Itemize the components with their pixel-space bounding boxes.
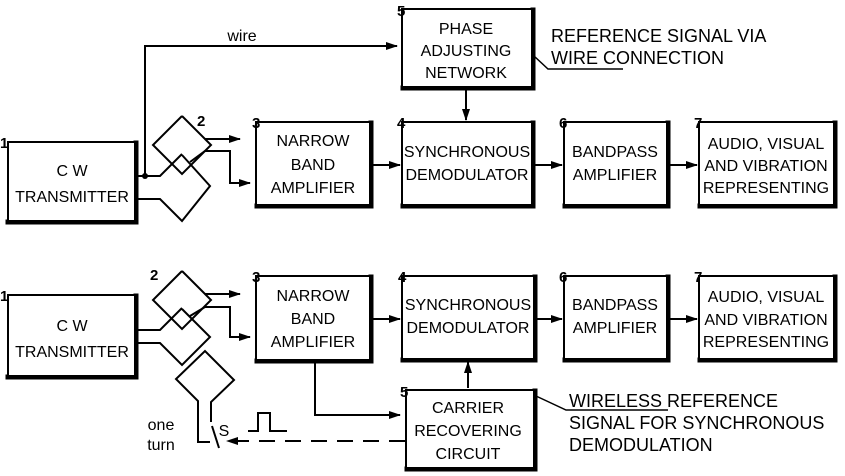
annotation-rest: REFERENCE (667, 391, 778, 411)
top-representing-block: 7 AUDIO, VISUAL AND VIBRATION REPRESENTI… (694, 115, 838, 209)
bottom-system: 1 C W TRANSMITTER 2 3 NARROW BAND AMPLIF… (0, 267, 838, 472)
top-synchronous-demodulator-block: 4 SYNCHRONOUS DEMODULATOR (397, 115, 536, 209)
annotation-line: REFERENCE SIGNAL VIA (551, 26, 766, 46)
block-number: 6 (559, 115, 567, 132)
wire-label: wire (226, 28, 256, 45)
bottom-synchronous-demodulator-block: 4 SYNCHRONOUS DEMODULATOR (398, 269, 538, 363)
block-label: AND VIBRATION (704, 312, 827, 329)
block-number: 5 (400, 384, 408, 401)
block-label: AUDIO, VISUAL (708, 136, 825, 153)
block-number: 3 (252, 269, 260, 286)
block-number: 6 (559, 269, 567, 286)
one-turn-loop-with-switch: one turn S (147, 349, 405, 454)
block-label: NETWORK (425, 65, 507, 82)
block-label: AND VIBRATION (704, 158, 827, 175)
block-label: TRANSMITTER (15, 189, 129, 206)
bottom-antenna-pair: 2 (136, 267, 251, 367)
loop-label: turn (147, 437, 175, 454)
switch-label: S (219, 423, 230, 440)
block-label: TRANSMITTER (15, 344, 129, 361)
bottom-carrier-recovering-circuit-block: 5 CARRIER RECOVERING CIRCUIT (400, 384, 538, 472)
top-bandpass-amplifier-block: 6 BANDPASS AMPLIFIER (559, 115, 671, 209)
block-number: 3 (252, 115, 260, 132)
block-label: AMPLIFIER (573, 320, 657, 337)
block-number: 1 (0, 135, 8, 152)
block-label: RECOVERING (414, 423, 522, 440)
block-label: C W (56, 318, 88, 335)
bottom-cw-transmitter-block: 1 C W TRANSMITTER (0, 288, 139, 380)
block-label: CIRCUIT (436, 446, 501, 463)
block-label: NARROW (277, 133, 351, 150)
block-label: CARRIER (432, 400, 504, 417)
block-label: NARROW (277, 288, 351, 305)
block-label: BANDPASS (572, 297, 658, 314)
bottom-representing-block: 7 AUDIO, VISUAL AND VIBRATION REPRESENTI… (694, 269, 838, 363)
block-number: 4 (397, 115, 406, 132)
block-number: 7 (694, 115, 702, 132)
block-label: AMPLIFIER (271, 334, 355, 351)
block-label: DEMODULATOR (407, 320, 530, 337)
block-label: BAND (291, 157, 335, 174)
leader-line (533, 55, 623, 70)
bottom-narrow-band-amplifier-block: 3 NARROW BAND AMPLIFIER (252, 269, 374, 364)
block-label: ADJUSTING (421, 43, 512, 60)
annotation-line: WIRE CONNECTION (551, 48, 724, 68)
switch-contact (211, 425, 220, 449)
block-label: SYNCHRONOUS (404, 144, 530, 161)
block-number: 1 (0, 288, 8, 305)
annotation-underlined: WIRELESS (569, 391, 662, 411)
block-number: 2 (197, 113, 205, 130)
block-number: 7 (694, 269, 702, 286)
control-arrowhead (226, 437, 238, 445)
block-label: REPRESENTING (703, 334, 829, 351)
arrow-3-to-5 (314, 362, 401, 419)
block-label: BAND (291, 311, 335, 328)
top-phase-adjusting-network-block: 5 PHASE ADJUSTING NETWORK (397, 3, 536, 91)
annotation-line: SIGNAL FOR SYNCHRONOUS (569, 413, 824, 433)
block-label: C W (56, 163, 88, 180)
pulse-symbol (248, 412, 287, 432)
block-number: 2 (150, 267, 158, 284)
annotation-line: DEMODULATION (569, 435, 713, 455)
bottom-bandpass-amplifier-block: 6 BANDPASS AMPLIFIER (559, 269, 671, 363)
top-annotation: REFERENCE SIGNAL VIA WIRE CONNECTION (533, 26, 766, 70)
loop-label: one (148, 417, 175, 434)
block-label: DEMODULATOR (406, 167, 529, 184)
block-label: PHASE (439, 21, 493, 38)
block-label: AMPLIFIER (573, 167, 657, 184)
top-cw-transmitter-block: 1 C W TRANSMITTER (0, 135, 139, 225)
block-label: AMPLIFIER (271, 180, 355, 197)
block-number: 5 (397, 3, 405, 20)
block-number: 4 (398, 269, 407, 286)
block-label: SYNCHRONOUS (405, 297, 531, 314)
block-label: REPRESENTING (703, 180, 829, 197)
top-antenna-pair: 2 (136, 113, 251, 223)
block-label: BANDPASS (572, 144, 658, 161)
block-label: AUDIO, VISUAL (708, 289, 825, 306)
top-narrow-band-amplifier-block: 3 NARROW BAND AMPLIFIER (252, 115, 374, 209)
top-system: 1 C W TRANSMITTER wire 2 3 NARROW BAND A… (0, 3, 838, 225)
top-wire-connection: wire (142, 28, 398, 179)
leader-line (535, 395, 668, 411)
